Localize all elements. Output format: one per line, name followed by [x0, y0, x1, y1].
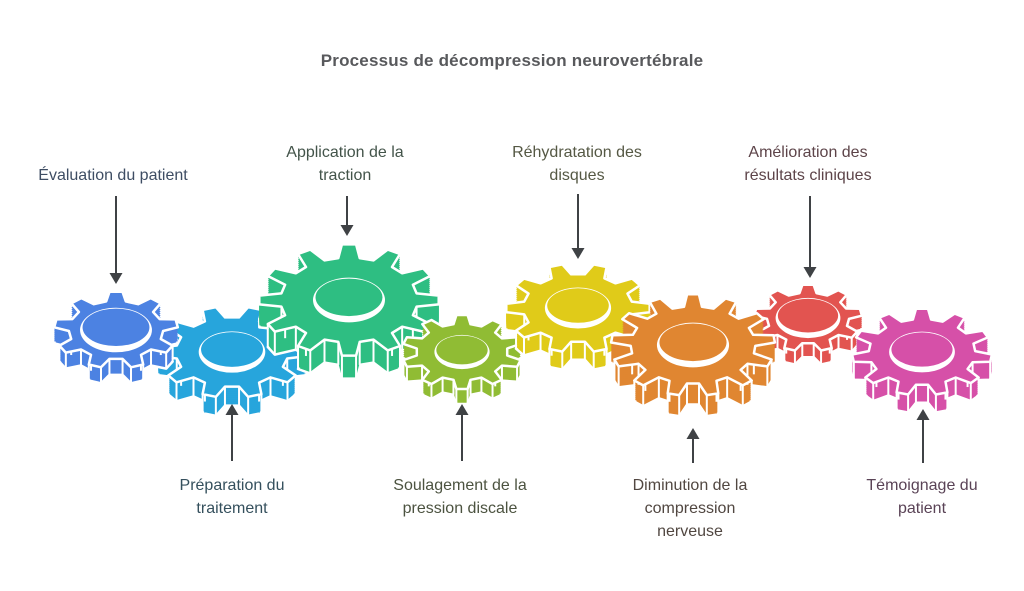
arrow-temoignage-up	[916, 409, 930, 463]
gear-diminution	[609, 293, 777, 418]
step-label-soulagement: Soulagement de la pression discale	[393, 477, 527, 517]
arrow-evaluation-down	[109, 196, 123, 284]
gear-amelioration	[752, 283, 864, 366]
arrow-traction-down	[340, 196, 354, 236]
gear-temoignage	[850, 307, 994, 414]
step-label-preparation: Préparation du traitement	[179, 477, 285, 517]
arrow-amelioration-down	[803, 196, 817, 278]
step-label-amelioration: Amélioration des résultats cliniques	[744, 144, 872, 184]
step-label-evaluation: Évaluation du patient	[38, 167, 188, 184]
step-label-temoignage: Témoignage du patient	[866, 477, 978, 517]
page-title: Processus de décompression neurovertébra…	[320, 51, 704, 70]
step-label-rehydratation: Réhydratation des disques	[512, 144, 642, 184]
gear-evaluation	[52, 290, 180, 385]
step-label-diminution: Diminution de la compression nerveuse	[632, 477, 748, 540]
arrow-soulagement-up	[455, 404, 469, 461]
arrow-rehydratation-down	[571, 194, 585, 259]
arrow-diminution-up	[686, 428, 700, 463]
gear-traction	[258, 243, 440, 380]
gear-soulagement	[402, 313, 522, 406]
step-label-traction: Application de la traction	[286, 144, 404, 184]
arrow-preparation-up	[225, 404, 239, 461]
